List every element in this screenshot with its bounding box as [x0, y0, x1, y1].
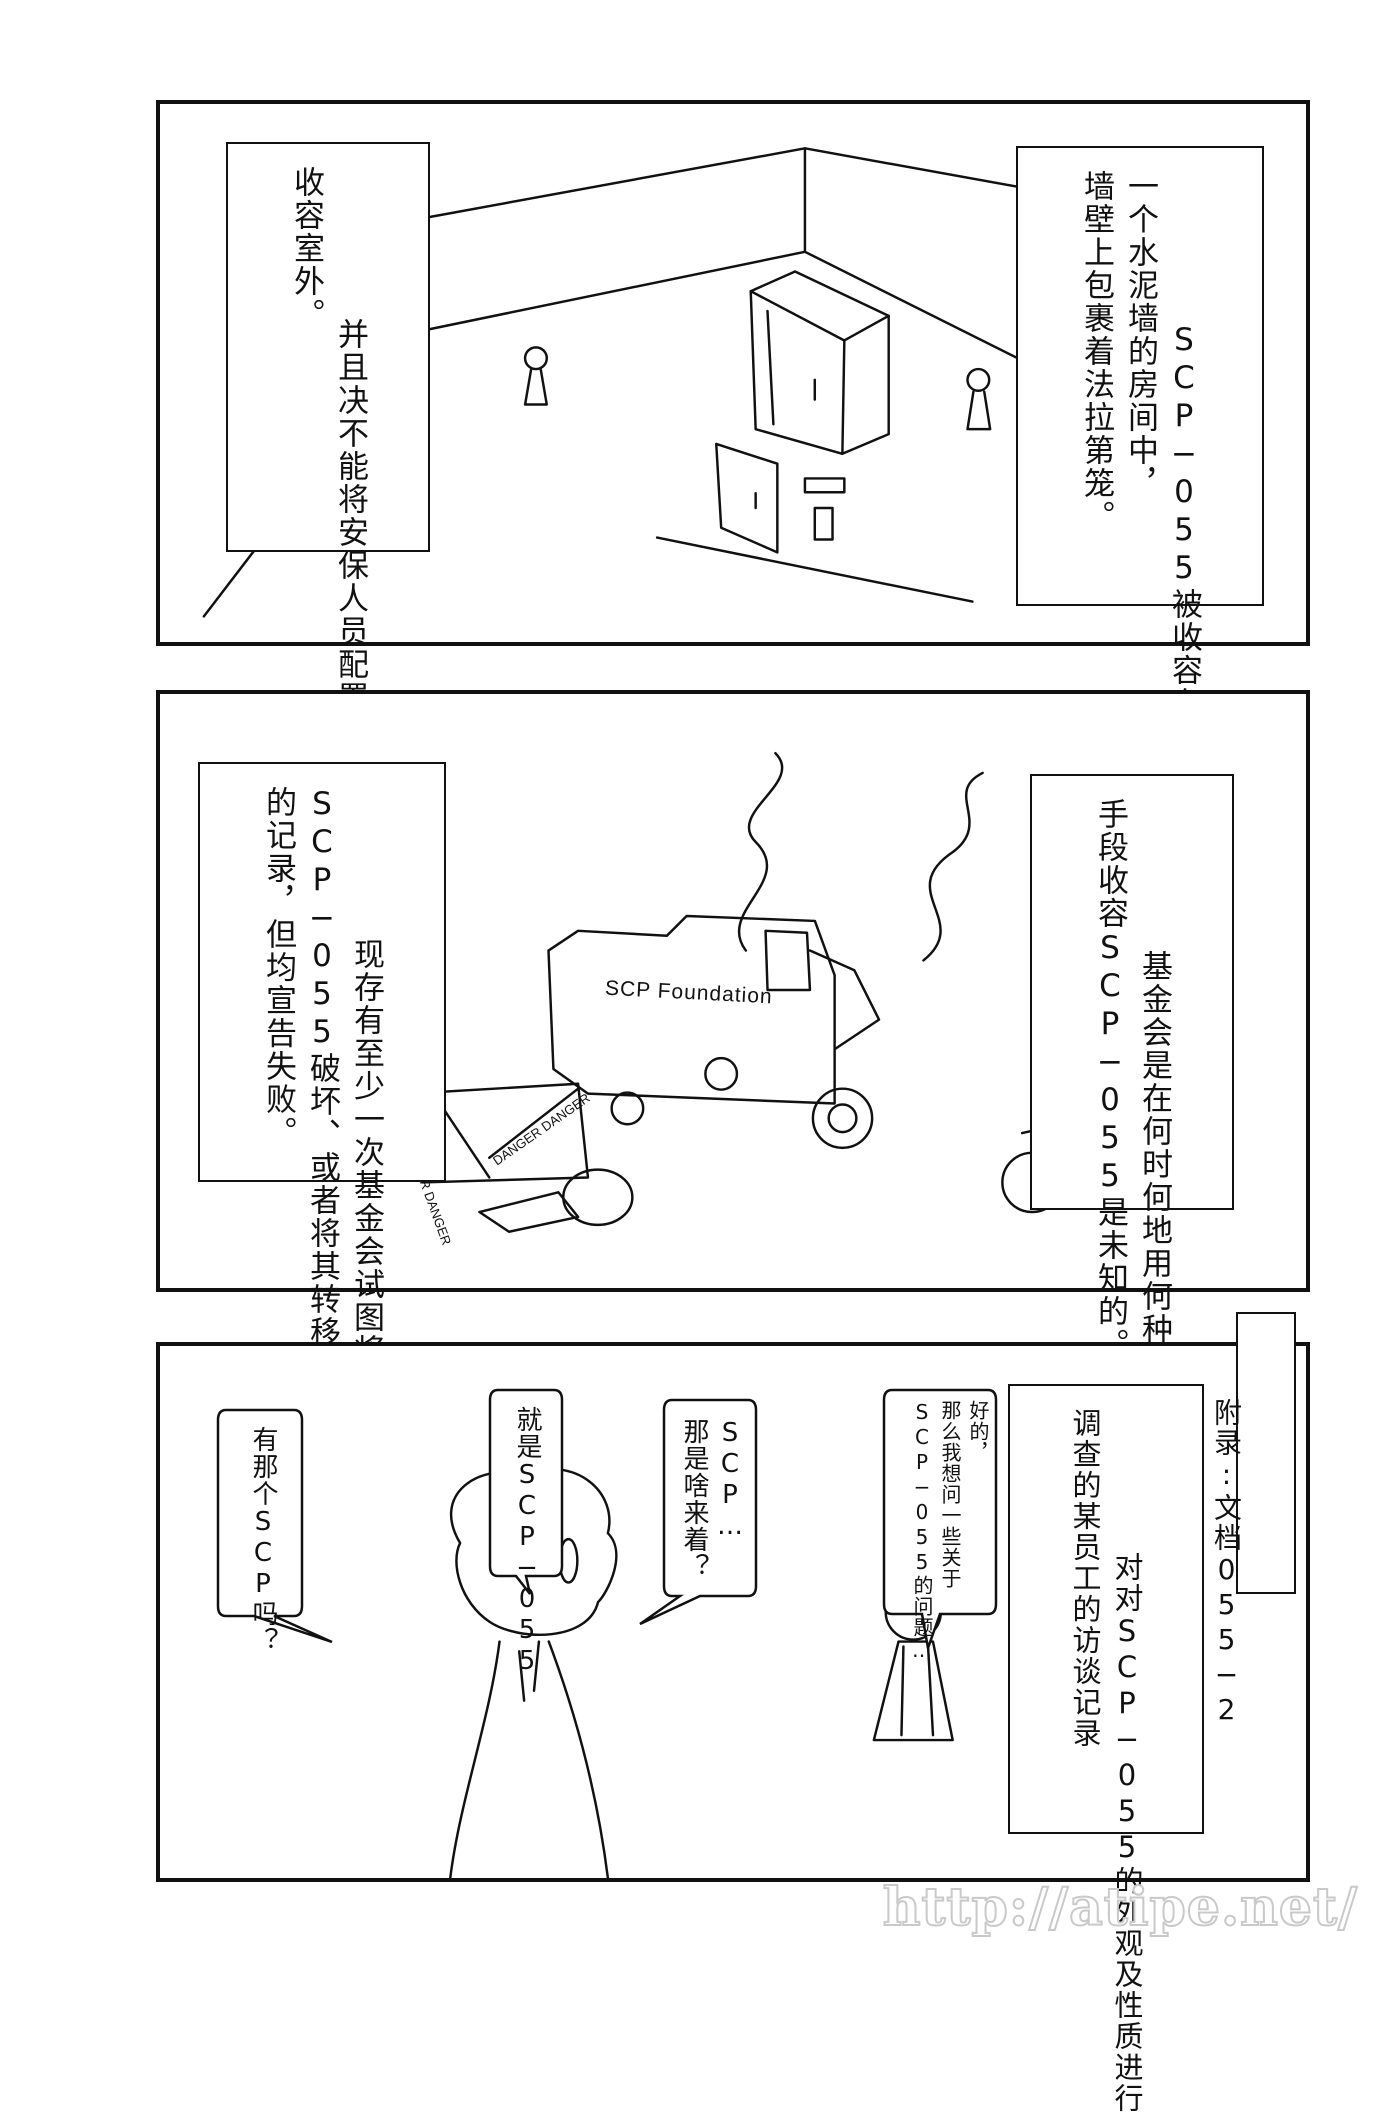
caption-text: 现存有至少一次基金会试图将 SCP−055破坏、或者将其转移 的记录，但均宣告失…: [260, 786, 384, 1367]
panel-3: 好的， 那么我想问一些关于 SCP−055的问题… SCP… 那是啥来着？ 就是…: [156, 1342, 1310, 2114]
caption-box-interview-record: 对对SCP−055的外观及性质进行 调查的某员工的访谈记录: [1008, 1384, 1204, 2114]
caption-box-unknown-containment: 基金会是在何时何地用何种 手段收容SCP−055是未知的。: [1030, 774, 1234, 1361]
appendix-tab: 附录:文档055−2: [1210, 1312, 1296, 1728]
speech-bubble: SCP… 那是啥来着？: [639, 1396, 760, 1626]
watermark: http://atipe.net/: [882, 1876, 1358, 1939]
caption-box-security-personnel: 并且决不能将安保人员配置在 收容室外。: [226, 142, 430, 747]
speech-bubble: 就是SCP−055: [486, 1386, 566, 1677]
caption-text: 基金会是在何时何地用何种 手段收容SCP−055是未知的。: [1092, 798, 1172, 1361]
panel-1: SCP−055被收容在Site−19的 一个水泥墙的房间中， 墙壁上包裹着法拉第…: [156, 100, 1310, 1019]
speech-text: 有那个SCP吗？: [248, 1426, 278, 1654]
caption-text: 对对SCP−055的外观及性质进行 调查的某员工的访谈记录: [1068, 1408, 1144, 2114]
appendix-tab-label: 附录:文档055−2: [1210, 1398, 1243, 1728]
speech-text: 就是SCP−055: [512, 1406, 542, 1677]
speech-bubble: 好的， 那么我想问一些关于 SCP−055的问题…: [880, 1386, 1000, 1663]
panel-2: SCP Foundation DANGER DANGER DANGER DANG…: [156, 690, 1310, 1367]
speech-text: SCP… 那是啥来着？: [679, 1418, 745, 1580]
caption-box-destruction-attempts: 现存有至少一次基金会试图将 SCP−055破坏、或者将其转移 的记录，但均宣告失…: [198, 762, 446, 1367]
caption-box-containment-location: SCP−055被收容在Site−19的 一个水泥墙的房间中， 墙壁上包裹着法拉第…: [1016, 146, 1264, 1019]
speech-text: 好的， 那么我想问一些关于 SCP−055的问题…: [910, 1400, 990, 1663]
caption-text: 并且决不能将安保人员配置在 收容室外。: [288, 166, 368, 747]
speech-bubble: 有那个SCP吗？: [214, 1406, 333, 1654]
